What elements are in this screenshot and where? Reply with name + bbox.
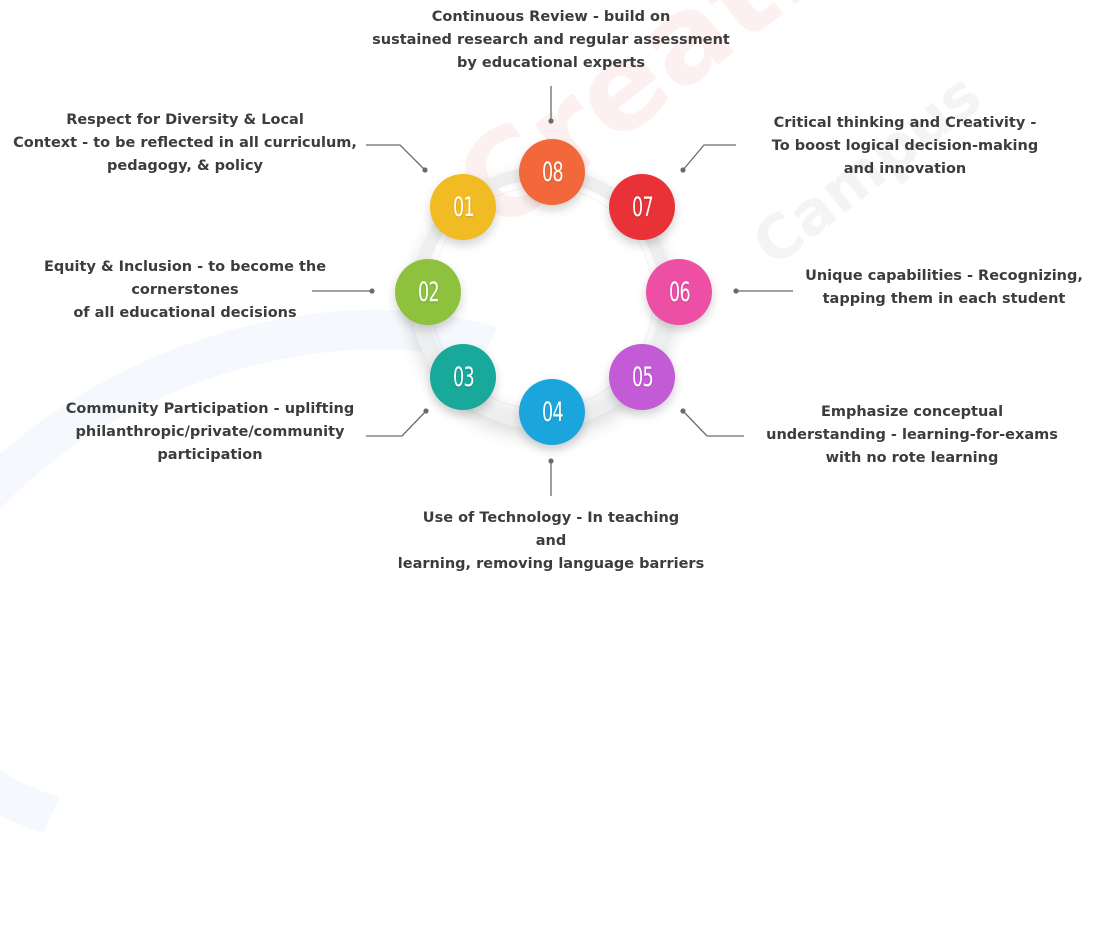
label-01-line-2: Context - to be reflected in all curricu… — [13, 135, 357, 151]
connector-05 — [682, 410, 744, 437]
node-05-number: 05 — [631, 361, 654, 393]
node-06-number: 06 — [668, 276, 691, 308]
label-08-line-2: sustained research and regular assessmen… — [372, 32, 730, 48]
label-04: Use of Technology - In teaching and lear… — [381, 507, 721, 576]
label-05: Emphasize conceptual understanding - lea… — [742, 401, 1082, 470]
connector-dot-08 — [548, 118, 554, 124]
label-05-line-2: understanding - learning-for-exams — [766, 427, 1058, 443]
label-02-line-3: of all educational decisions — [73, 305, 297, 321]
node-02-number: 02 — [417, 276, 440, 308]
label-06-line-1: Unique capabilities - Recognizing, — [805, 268, 1083, 284]
label-08: Continuous Review - build on sustained r… — [351, 6, 751, 75]
node-03: 03 — [430, 344, 496, 410]
node-05: 05 — [609, 344, 675, 410]
label-01-line-3: pedagogy, & policy — [106, 158, 263, 174]
label-02-line-1: Equity & Inclusion - to become the — [43, 259, 327, 275]
connector-01 — [366, 144, 426, 171]
label-06: Unique capabilities - Recognizing, tappi… — [795, 265, 1093, 311]
node-07-number: 07 — [631, 191, 654, 223]
label-01: Respect for Diversity & Local Context - … — [0, 109, 370, 178]
label-07: Critical thinking and Creativity - To bo… — [745, 112, 1065, 181]
connector-dot-07 — [680, 167, 686, 173]
node-06: 06 — [646, 259, 712, 325]
label-02: Equity & Inclusion - to become the corne… — [20, 256, 350, 325]
label-03-line-3: participation — [157, 447, 263, 463]
node-04: 04 — [519, 379, 585, 445]
label-07-line-3: and innovation — [843, 161, 967, 177]
label-01-line-1: Respect for Diversity & Local — [66, 112, 304, 128]
label-04-line-2: and — [535, 533, 567, 549]
node-08-number: 08 — [541, 156, 564, 188]
node-01-number: 01 — [452, 191, 475, 223]
node-08: 08 — [519, 139, 585, 205]
label-05-line-1: Emphasize conceptual — [820, 404, 1004, 420]
node-02: 02 — [395, 259, 461, 325]
connector-lines — [312, 86, 793, 496]
connector-dot-01 — [422, 167, 428, 173]
label-08-line-3: by educational experts — [457, 55, 645, 71]
connector-03 — [366, 410, 427, 437]
node-01: 01 — [430, 174, 496, 240]
connector-dot-04 — [548, 458, 554, 464]
connector-dot-03 — [423, 408, 429, 414]
label-08-line-1: Continuous Review - build on — [431, 9, 671, 25]
label-07-line-2: To boost logical decision-making — [771, 138, 1039, 154]
node-04-number: 04 — [541, 396, 564, 428]
node-03-number: 03 — [452, 361, 475, 393]
node-07: 07 — [609, 174, 675, 240]
label-04-line-3: learning, removing language barriers — [397, 556, 705, 572]
connector-dot-02 — [369, 288, 375, 294]
label-04-line-1: Use of Technology - In teaching — [422, 510, 680, 526]
label-02-line-2: cornerstones — [131, 282, 239, 298]
connector-dot-06 — [733, 288, 739, 294]
label-06-line-2: tapping them in each student — [822, 291, 1066, 307]
label-03-line-2: philanthropic/private/community — [75, 424, 345, 440]
label-03: Community Participation - uplifting phil… — [40, 398, 380, 467]
connector-dot-05 — [680, 408, 686, 414]
label-07-line-1: Critical thinking and Creativity - — [773, 115, 1037, 131]
label-03-line-1: Community Participation - uplifting — [65, 401, 355, 417]
connector-07 — [682, 144, 736, 171]
label-05-line-3: with no rote learning — [825, 450, 999, 466]
